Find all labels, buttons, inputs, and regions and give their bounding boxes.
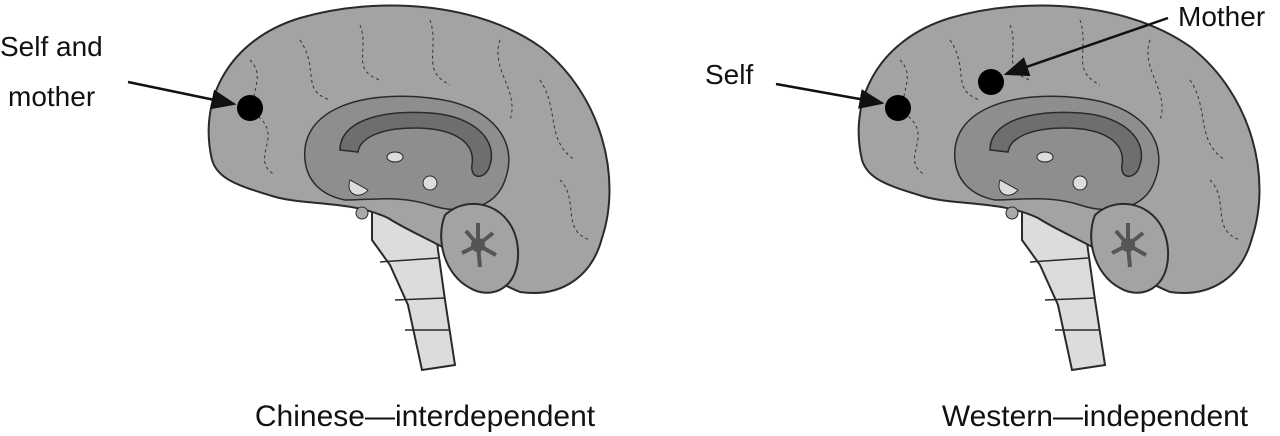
label-self: Self: [705, 59, 753, 90]
label-self-and: Self and: [0, 31, 103, 62]
arrow-self: [775, 82, 885, 109]
caption-western: Western—independent: [942, 400, 1249, 433]
arrow-self-and-mother: [127, 80, 237, 110]
label-mother: mother: [8, 81, 95, 112]
label-mother-right: Mother: [1178, 1, 1265, 32]
self-and-mother-marker: [237, 95, 263, 121]
brain-western: [856, 3, 1262, 372]
brain-chinese: [206, 3, 612, 372]
mother-marker: [978, 69, 1004, 95]
caption-chinese: Chinese—interdependent: [255, 400, 596, 433]
self-marker: [885, 95, 911, 121]
arrow-mother: [1003, 16, 1169, 77]
